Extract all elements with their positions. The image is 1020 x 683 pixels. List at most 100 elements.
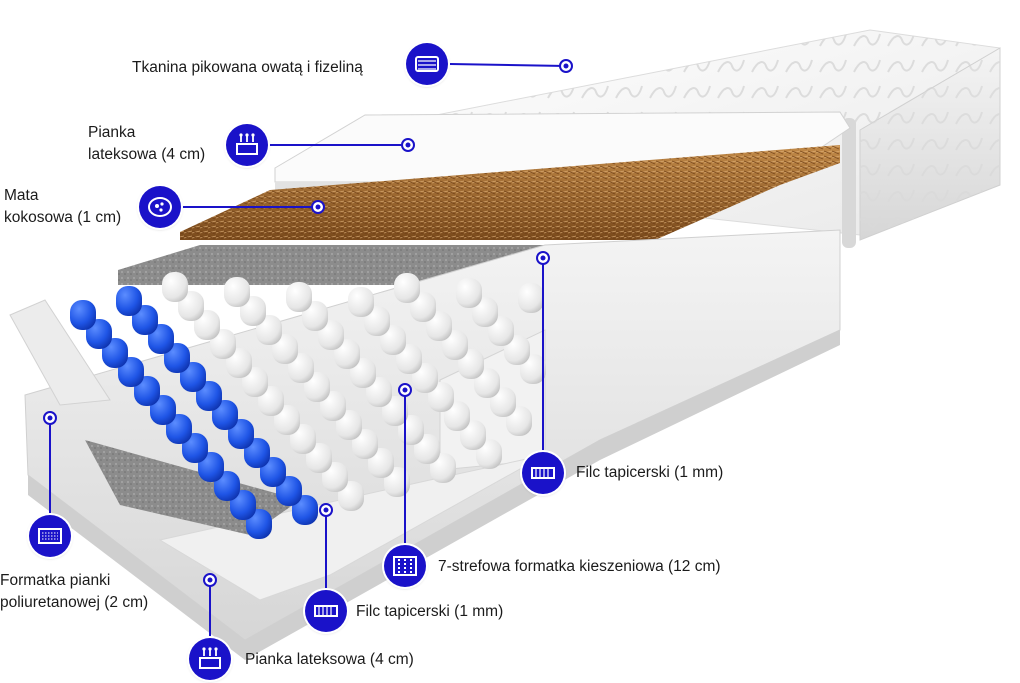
white-pocket-spring xyxy=(320,391,346,421)
white-pocket-spring xyxy=(240,296,266,326)
white-pocket-spring xyxy=(336,410,362,440)
white-pocket-spring xyxy=(504,335,530,365)
white-pocket-spring xyxy=(506,406,532,436)
white-pocket-spring xyxy=(290,424,316,454)
white-pocket-spring xyxy=(210,329,236,359)
blue-pocket-spring xyxy=(134,376,160,406)
white-pocket-spring xyxy=(302,301,328,331)
leader-line-cover xyxy=(449,63,567,67)
pu-foam-icon xyxy=(29,515,71,557)
white-pocket-spring xyxy=(178,291,204,321)
blue-pocket-spring xyxy=(244,438,270,468)
white-pocket-spring xyxy=(334,339,360,369)
label-pu-foam-line2: poliuretanowej (2 cm) xyxy=(0,594,149,611)
blue-pocket-spring xyxy=(116,286,142,316)
white-pocket-spring xyxy=(322,462,348,492)
white-pocket-spring xyxy=(226,348,252,378)
white-pocket-spring xyxy=(364,306,390,336)
white-pocket-spring xyxy=(272,334,298,364)
white-pocket-spring xyxy=(242,367,268,397)
label-coconut: Mata kokosowa (1 cm) xyxy=(4,185,121,229)
latex-foam-icon xyxy=(226,124,268,166)
blue-pocket-spring xyxy=(228,419,254,449)
white-pocket-spring xyxy=(396,344,422,374)
blue-pocket-spring xyxy=(198,452,224,482)
white-pocket-spring xyxy=(382,396,408,426)
blue-pocket-spring xyxy=(182,433,208,463)
white-pocket-spring xyxy=(194,310,220,340)
blue-pocket-spring xyxy=(102,338,128,368)
white-pocket-spring xyxy=(428,382,454,412)
white-pocket-spring xyxy=(162,272,188,302)
coconut-mat-layer xyxy=(180,145,840,240)
white-pocket-spring xyxy=(412,363,438,393)
blue-pocket-spring xyxy=(164,343,190,373)
white-pocket-spring xyxy=(460,420,486,450)
blue-pocket-spring xyxy=(132,305,158,335)
white-pocket-spring xyxy=(458,349,484,379)
white-pocket-spring xyxy=(490,387,516,417)
label-pocket-springs-text: 7-strefowa formatka kieszeniowa (12 cm) xyxy=(438,558,721,575)
blue-pocket-spring xyxy=(148,324,174,354)
blue-pocket-spring xyxy=(118,357,144,387)
white-pocket-spring xyxy=(224,277,250,307)
blue-pocket-spring xyxy=(180,362,206,392)
label-cover-text: Tkanina pikowana owatą i fizeliną xyxy=(132,59,363,76)
anchor-dots xyxy=(43,59,573,587)
white-pocket-spring xyxy=(274,405,300,435)
white-pocket-spring xyxy=(444,401,470,431)
blue-pocket-spring xyxy=(86,319,112,349)
label-latex-top: Pianka lateksowa (4 cm) xyxy=(88,122,205,166)
white-pocket-spring xyxy=(304,372,330,402)
pocket-spring-icon xyxy=(384,545,426,587)
white-pocket-spring xyxy=(318,320,344,350)
label-latex-top-line1: Pianka xyxy=(88,124,136,141)
white-pocket-spring xyxy=(518,283,544,313)
pocket-springs-layer xyxy=(70,272,546,539)
white-pocket-spring xyxy=(288,353,314,383)
white-pocket-spring xyxy=(350,358,376,388)
white-pocket-spring xyxy=(430,453,456,483)
label-pocket-springs: 7-strefowa formatka kieszeniowa (12 cm) xyxy=(438,556,721,578)
white-pocket-spring xyxy=(474,368,500,398)
white-pocket-spring xyxy=(426,311,452,341)
label-pu-foam-line1: Formatka pianki xyxy=(0,572,111,589)
blue-pocket-spring xyxy=(230,490,256,520)
white-pocket-spring xyxy=(456,278,482,308)
label-latex-bottom: Pianka lateksowa (4 cm) xyxy=(245,649,414,671)
blue-pocket-spring xyxy=(166,414,192,444)
white-pocket-spring xyxy=(368,448,394,478)
white-pocket-spring xyxy=(520,354,546,384)
label-cover: Tkanina pikowana owatą i fizeliną xyxy=(132,57,363,79)
white-pocket-spring xyxy=(394,273,420,303)
label-pu-foam: Formatka pianki poliuretanowej (2 cm) xyxy=(0,570,148,614)
latex-foam-icon xyxy=(189,638,231,680)
white-pocket-spring xyxy=(348,287,374,317)
label-felt-top: Filc tapicerski (1 mm) xyxy=(576,462,723,484)
white-pocket-spring xyxy=(442,330,468,360)
blue-pocket-spring xyxy=(246,509,272,539)
felt-icon xyxy=(522,452,564,494)
coconut-mat-icon xyxy=(139,186,181,228)
white-pocket-spring xyxy=(414,434,440,464)
felt-icon xyxy=(305,590,347,632)
white-pocket-spring xyxy=(286,282,312,312)
white-pocket-spring xyxy=(384,467,410,497)
white-pocket-spring xyxy=(338,481,364,511)
quilted-fabric-icon xyxy=(406,43,448,85)
white-pocket-spring xyxy=(306,443,332,473)
label-felt-bottom-text: Filc tapicerski (1 mm) xyxy=(356,603,504,620)
blue-pocket-spring xyxy=(260,457,286,487)
label-latex-bottom-text: Pianka lateksowa (4 cm) xyxy=(245,651,414,668)
blue-pocket-spring xyxy=(292,495,318,525)
label-coconut-line1: Mata xyxy=(4,187,39,204)
white-pocket-spring xyxy=(476,439,502,469)
label-latex-top-line2: lateksowa (4 cm) xyxy=(88,146,206,163)
label-felt-bottom: Filc tapicerski (1 mm) xyxy=(356,601,503,623)
white-pocket-spring xyxy=(258,386,284,416)
blue-pocket-spring xyxy=(214,471,240,501)
blue-pocket-spring xyxy=(212,400,238,430)
white-pocket-spring xyxy=(352,429,378,459)
label-felt-top-text: Filc tapicerski (1 mm) xyxy=(576,464,724,481)
